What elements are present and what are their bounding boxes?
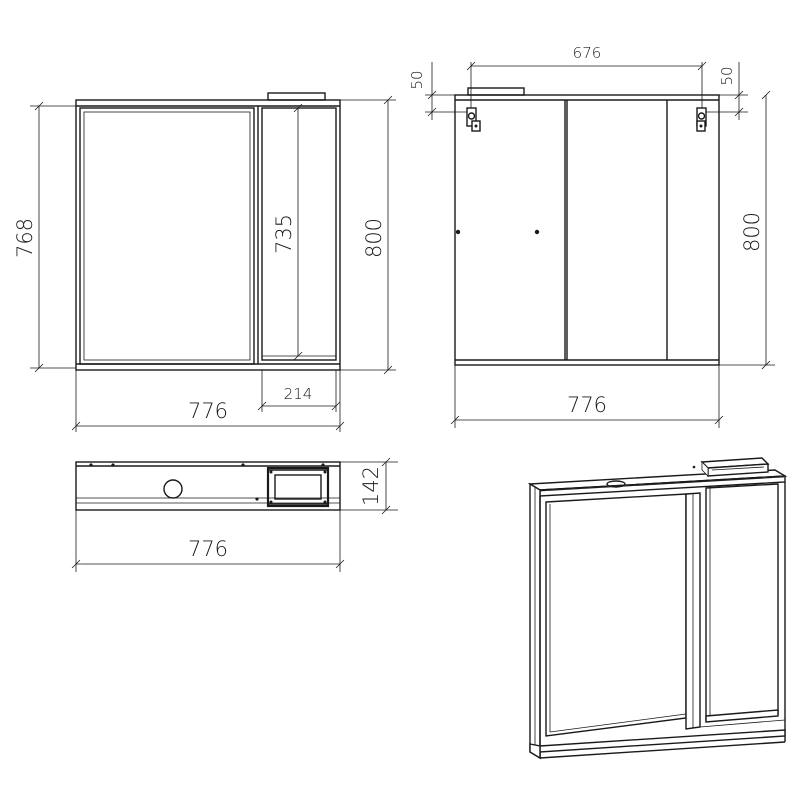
cable-hole bbox=[163, 479, 183, 499]
top-light-block bbox=[266, 466, 330, 508]
isometric-view bbox=[527, 457, 788, 760]
top-light-block bbox=[267, 92, 326, 101]
screw-hole bbox=[455, 229, 461, 235]
dim-front-total-height: 800 bbox=[362, 218, 386, 258]
front-view: 768 735 800 214 776 bbox=[13, 92, 396, 432]
dim-top-depth: 142 bbox=[359, 466, 383, 506]
dim-front-height-left: 768 bbox=[13, 218, 37, 258]
dim-top-width: 776 bbox=[188, 537, 228, 561]
back-outline bbox=[454, 94, 720, 366]
back-view: 676 50 50 800 776 bbox=[408, 44, 775, 428]
hanger-icon bbox=[466, 107, 481, 132]
front-outline bbox=[75, 99, 341, 371]
back-top-block bbox=[467, 87, 525, 96]
dim-back-width: 776 bbox=[567, 393, 607, 417]
dim-hanger-spacing: 676 bbox=[573, 44, 602, 62]
dim-front-inner-height: 735 bbox=[272, 214, 296, 254]
dim-front-width: 776 bbox=[188, 399, 228, 423]
top-outline bbox=[75, 461, 341, 511]
hanger-icon bbox=[696, 107, 707, 132]
mirror-door bbox=[79, 107, 255, 365]
dim-offset-right: 50 bbox=[718, 66, 736, 85]
screw-hole bbox=[534, 229, 540, 235]
dim-back-total-height: 800 bbox=[740, 212, 764, 252]
top-view: 142 776 bbox=[71, 457, 398, 572]
dim-shelf-width: 214 bbox=[284, 385, 313, 403]
open-shelf bbox=[261, 107, 337, 361]
top-light-block bbox=[700, 457, 770, 477]
dim-offset-left: 50 bbox=[408, 70, 426, 89]
